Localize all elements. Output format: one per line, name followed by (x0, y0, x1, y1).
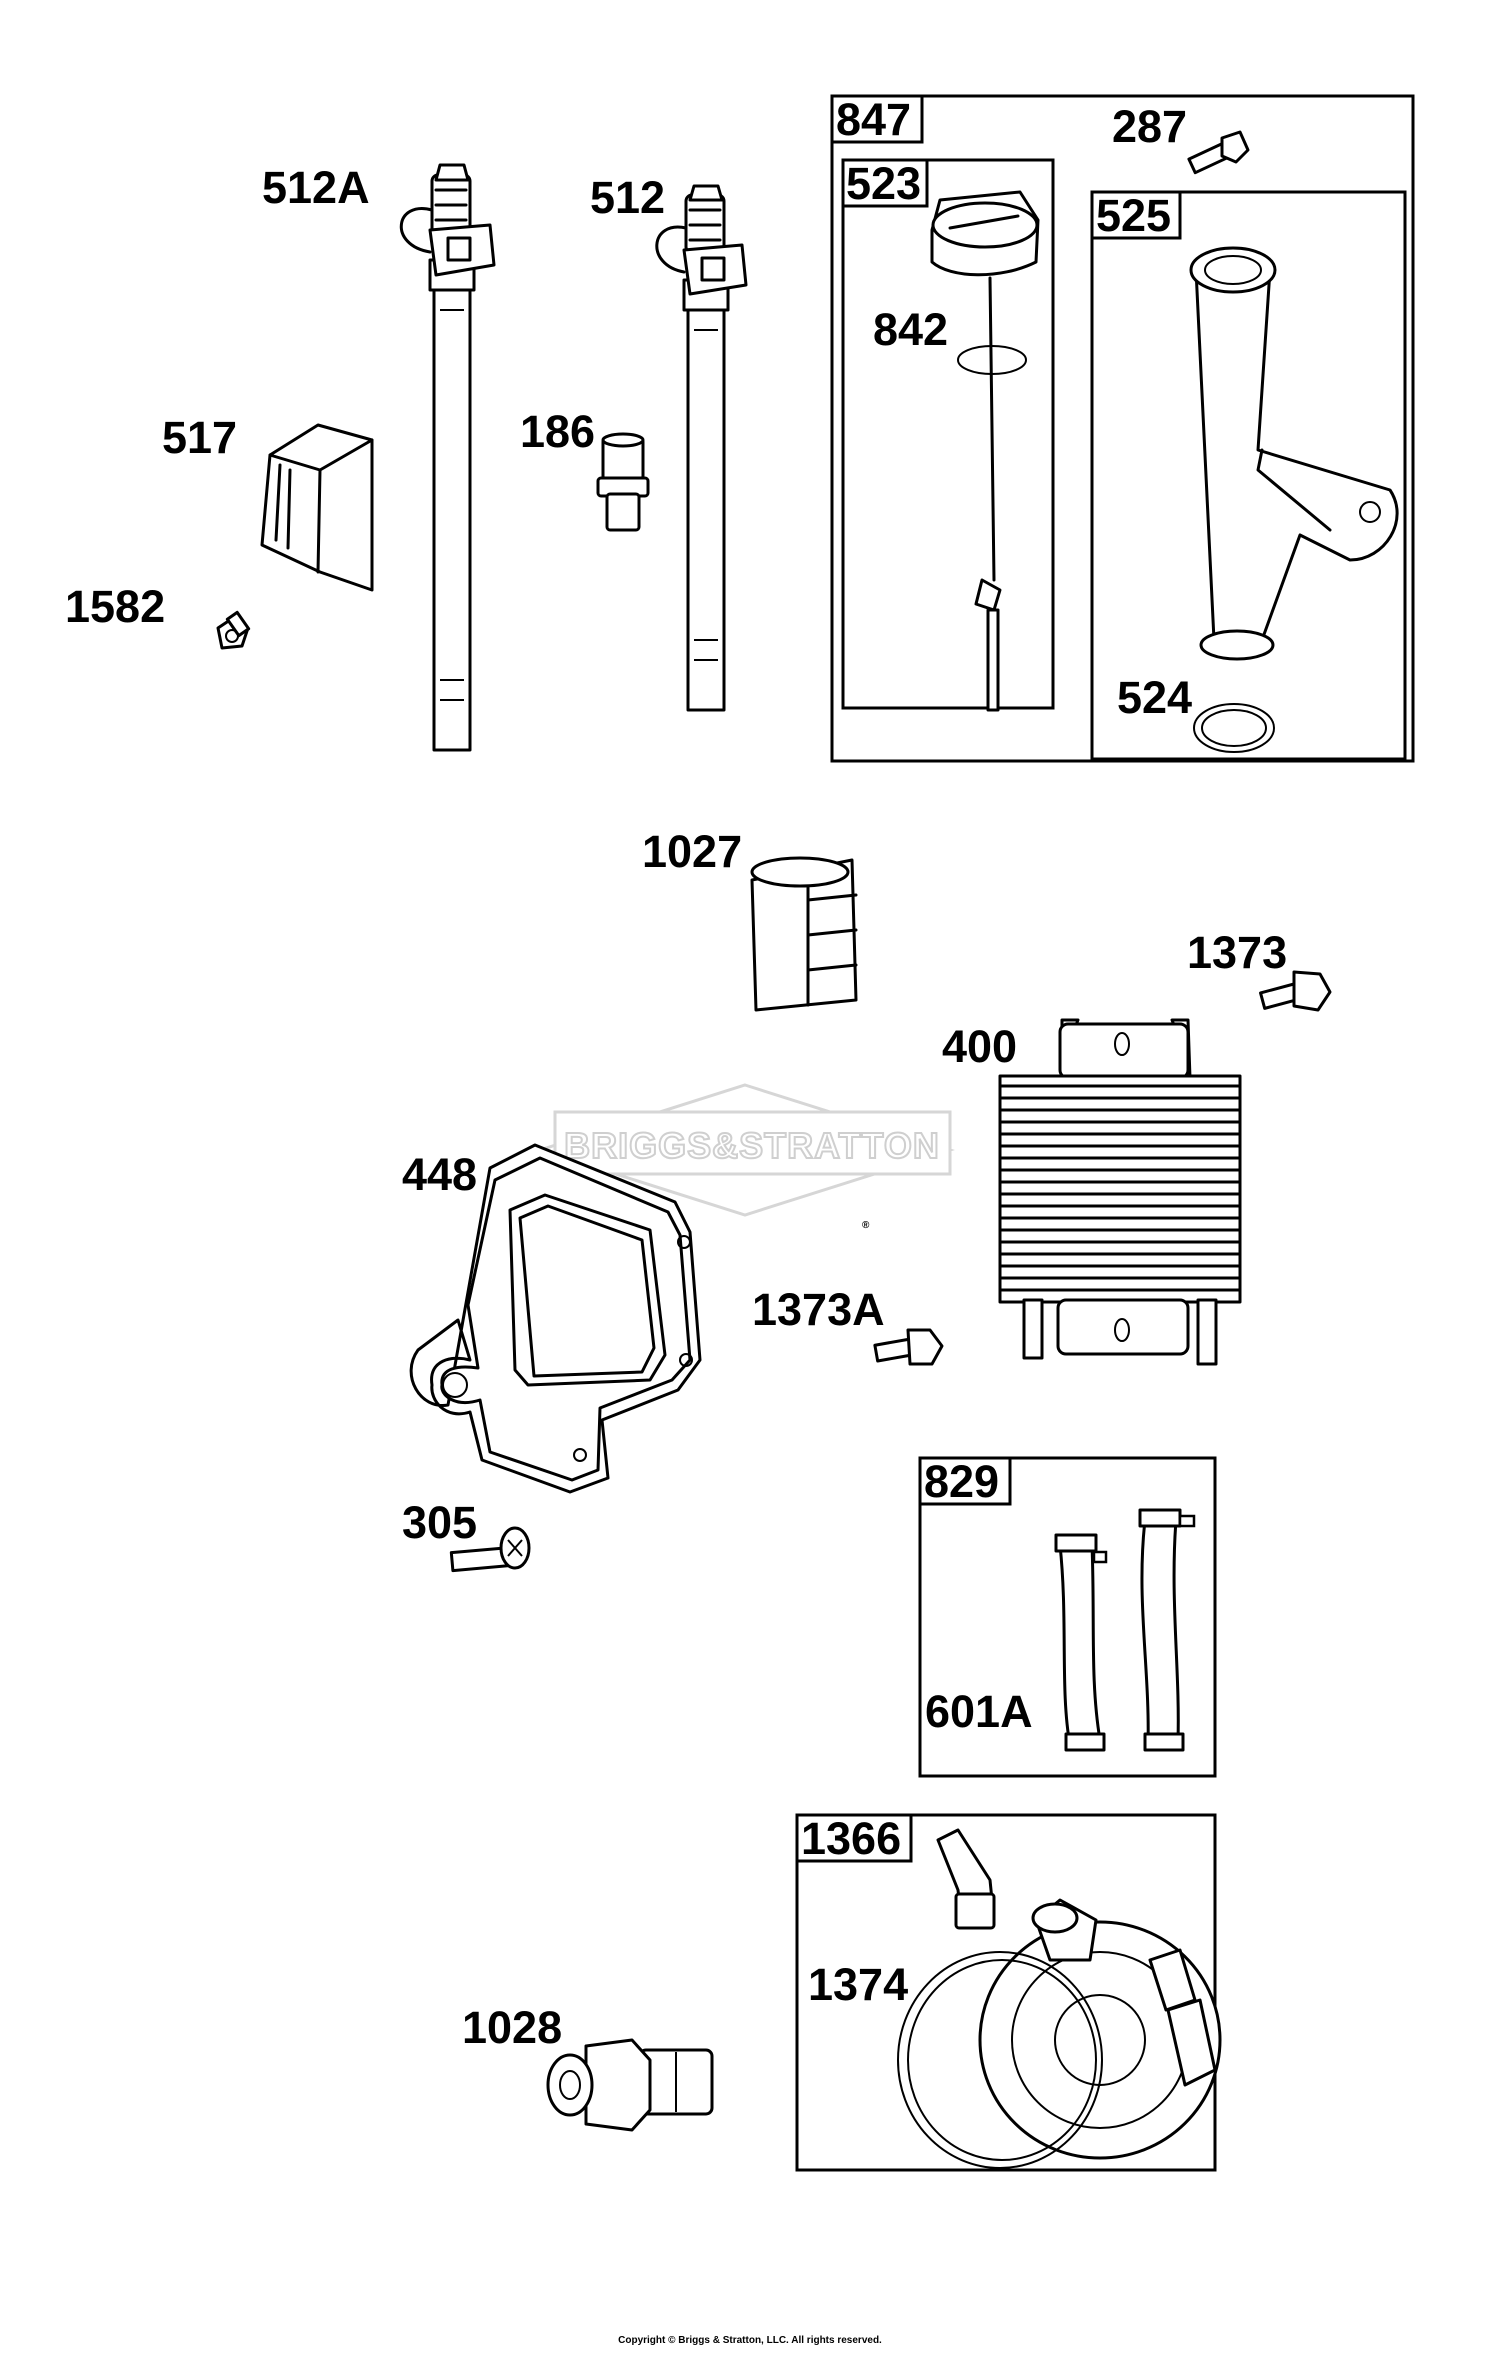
label-601A: 601A (925, 1686, 1033, 1737)
part-512A-dipstick-tube[interactable] (399, 163, 496, 752)
part-525-fill-tube[interactable] (1189, 246, 1399, 661)
part-1028-fitting[interactable] (546, 2038, 714, 2132)
watermark-text: BRIGGS&STRATTON (564, 1125, 940, 1166)
label-400: 400 (942, 1021, 1017, 1072)
label-1582: 1582 (65, 581, 165, 632)
part-1374-o-ring[interactable] (897, 1951, 1103, 2169)
label-517: 517 (162, 412, 237, 463)
watermark-registered-mark: ® (862, 1220, 870, 1231)
kit-525-box (1090, 190, 1407, 761)
part-287-screw[interactable] (1187, 130, 1250, 175)
label-1028: 1028 (462, 2002, 562, 2053)
kit-829-label: 829 (924, 1456, 999, 1507)
kit-523-tab (841, 158, 929, 208)
kit-525-tab (1090, 190, 1182, 240)
part-305-screw[interactable] (449, 1526, 531, 1573)
part-1582-screw[interactable] (216, 610, 251, 650)
kit-1366-label: 1366 (801, 1813, 901, 1864)
brand-watermark: BRIGGS&STRATTON ® (535, 1083, 955, 1231)
part-1366-elbow-fitting[interactable] (936, 1828, 996, 1930)
kit-523-label: 523 (846, 158, 921, 209)
label-1027: 1027 (642, 826, 742, 877)
kit-847-box (830, 94, 1415, 763)
part-1374-adapter[interactable] (978, 1898, 1222, 2160)
kit-525-label: 525 (1096, 190, 1171, 241)
kit-847-label: 847 (836, 94, 911, 145)
label-842: 842 (873, 304, 948, 355)
part-1027-oil-filter[interactable] (750, 856, 858, 1012)
label-512: 512 (590, 172, 665, 223)
part-1373-screw[interactable] (1259, 970, 1332, 1012)
part-1373A-screw[interactable] (873, 1328, 944, 1366)
part-523-dipstick[interactable] (930, 190, 1040, 712)
label-448: 448 (402, 1149, 477, 1200)
cooler-fins (1000, 1084, 1240, 1292)
kit-829-box (918, 1456, 1217, 1778)
label-1374: 1374 (808, 1959, 908, 2010)
label-1373: 1373 (1187, 927, 1287, 978)
label-305: 305 (402, 1497, 477, 1548)
label-1373A: 1373A (752, 1284, 885, 1335)
part-448-gasket[interactable] (409, 1143, 702, 1494)
copyright-footer: Copyright © Briggs & Stratton, LLC. All … (618, 2335, 882, 2346)
kit-1366-box (795, 1813, 1217, 2172)
part-517-bracket[interactable] (260, 423, 374, 592)
part-524-seal[interactable] (1193, 703, 1275, 753)
part-601A-hose-short[interactable] (1054, 1533, 1108, 1752)
kit-1366-tab (795, 1813, 913, 1863)
label-524: 524 (1117, 672, 1192, 723)
part-512-dipstick-tube[interactable] (655, 184, 748, 712)
part-400-oil-cooler[interactable] (998, 1018, 1242, 1366)
label-512A: 512A (262, 162, 370, 213)
part-186-fitting[interactable] (596, 432, 650, 532)
label-287: 287 (1112, 101, 1187, 152)
kit-523-box (841, 158, 1055, 710)
part-601A-hose-long[interactable] (1138, 1508, 1196, 1752)
kit-829-tab (918, 1456, 1012, 1506)
label-186: 186 (520, 406, 595, 457)
kit-847-tab (830, 94, 924, 144)
part-842-o-ring[interactable] (957, 345, 1027, 375)
